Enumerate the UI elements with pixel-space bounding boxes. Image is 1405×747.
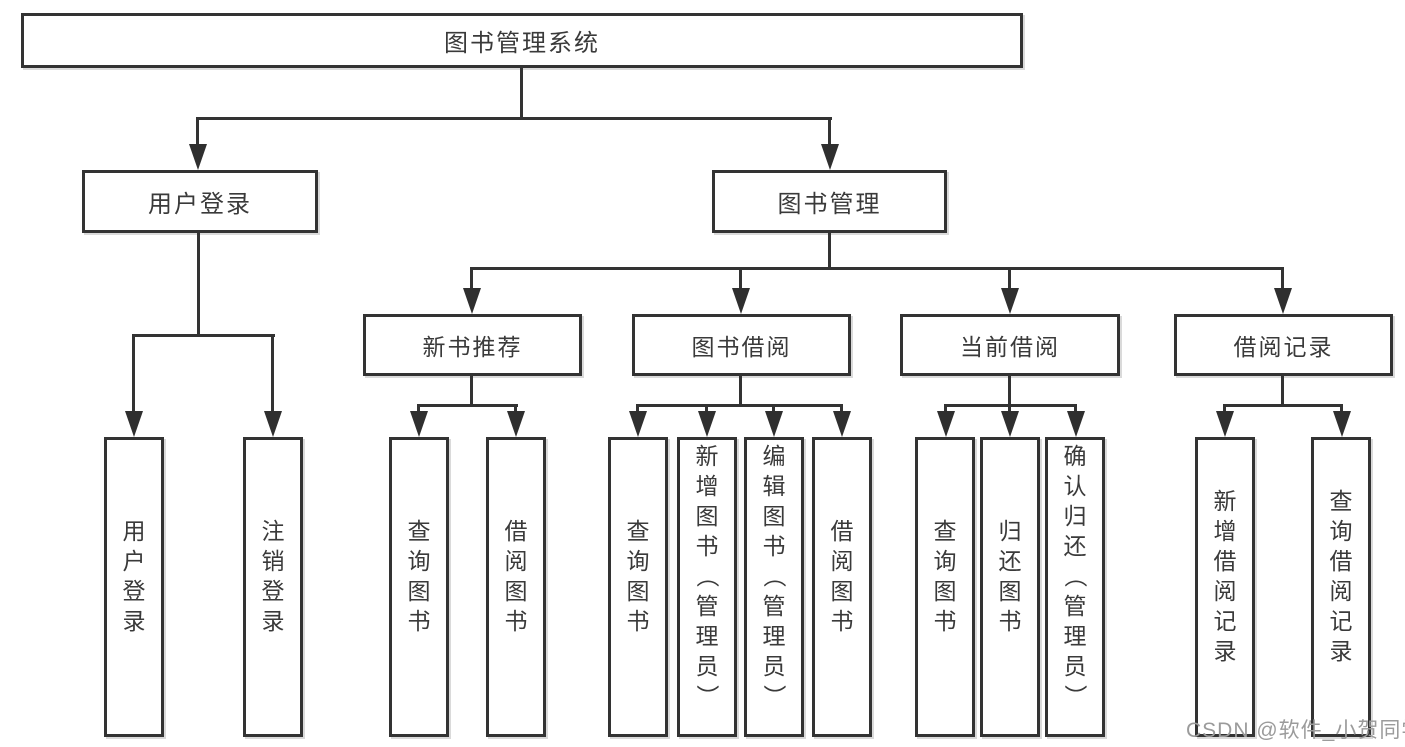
connector-arrow-down bbox=[1223, 404, 1226, 411]
leaf-borrow-books-borrowing: 借阅图书 bbox=[812, 437, 872, 737]
leaf-add-book-admin: 新增图书（管理员） bbox=[677, 437, 737, 737]
connector-arrow-down bbox=[271, 334, 274, 411]
connector-arrow-down bbox=[636, 404, 639, 411]
connector-hline bbox=[470, 267, 1283, 270]
connector-vline bbox=[828, 233, 831, 270]
connector-vline bbox=[520, 68, 523, 120]
connector-arrow-down bbox=[828, 117, 831, 144]
leaf-logout: 注销登录 bbox=[243, 437, 303, 737]
node-label: 图书管理系统 bbox=[444, 30, 600, 57]
leaf-add-borrow-record: 新增借阅记录 bbox=[1195, 437, 1255, 737]
connector-arrow-down bbox=[1281, 267, 1284, 288]
leaf-confirm-return-admin: 确认归还（管理员） bbox=[1045, 437, 1105, 737]
node-label: 新增借阅记录 bbox=[1213, 488, 1237, 664]
node-library-system: 图书管理系统 bbox=[21, 13, 1023, 68]
node-label: 新书推荐 bbox=[422, 334, 523, 360]
connector-vline bbox=[197, 233, 200, 337]
node-book-borrowing: 图书借阅 bbox=[632, 314, 851, 376]
node-label: 新增图书（管理员） bbox=[694, 443, 720, 708]
connector-hline bbox=[417, 404, 518, 407]
node-label: 查询图书 bbox=[626, 518, 650, 634]
connector-arrow-down bbox=[417, 404, 420, 411]
node-label: 图书管理 bbox=[777, 191, 882, 218]
connector-vline bbox=[1281, 376, 1284, 407]
connector-arrow-down bbox=[772, 404, 775, 411]
node-label: 当前借阅 bbox=[960, 334, 1060, 360]
connector-arrow-down bbox=[705, 404, 708, 411]
node-label: 用户登录 bbox=[148, 191, 252, 218]
node-label: 注销登录 bbox=[261, 518, 285, 634]
connector-arrow-down bbox=[132, 334, 135, 411]
node-label: 归还图书 bbox=[998, 518, 1022, 634]
node-label: 用户登录 bbox=[122, 518, 146, 634]
node-label: 借阅图书 bbox=[504, 518, 528, 634]
leaf-edit-book-admin: 编辑图书（管理员） bbox=[744, 437, 804, 737]
connector-arrow-down bbox=[514, 404, 517, 411]
connector-arrow-down bbox=[470, 267, 473, 288]
connector-arrow-down bbox=[1008, 404, 1011, 411]
connector-arrow-down bbox=[1074, 404, 1077, 411]
connector-hline bbox=[197, 117, 832, 120]
leaf-query-books-current: 查询图书 bbox=[915, 437, 975, 737]
leaf-return-books: 归还图书 bbox=[980, 437, 1040, 737]
leaf-query-books-borrowing: 查询图书 bbox=[608, 437, 668, 737]
node-current-borrowing: 当前借阅 bbox=[900, 314, 1120, 376]
node-label: 编辑图书（管理员） bbox=[761, 443, 787, 708]
connector-arrow-down bbox=[739, 267, 742, 288]
watermark: CSDN @软件_小贺同学 bbox=[1186, 719, 1405, 742]
leaf-borrow-books-recommend: 借阅图书 bbox=[486, 437, 546, 737]
leaf-query-borrow-record: 查询借阅记录 bbox=[1311, 437, 1371, 737]
node-label: 查询图书 bbox=[933, 518, 957, 634]
node-label: 确认归还（管理员） bbox=[1062, 443, 1088, 708]
node-label: 借阅图书 bbox=[830, 518, 854, 634]
connector-arrow-down bbox=[1340, 404, 1343, 411]
connector-arrow-down bbox=[840, 404, 843, 411]
connector-vline bbox=[1008, 376, 1011, 407]
node-label: 查询图书 bbox=[407, 518, 431, 634]
connector-hline bbox=[132, 334, 275, 337]
node-label: 查询借阅记录 bbox=[1329, 488, 1353, 664]
node-label: 借阅记录 bbox=[1233, 334, 1334, 360]
node-borrow-records: 借阅记录 bbox=[1174, 314, 1393, 376]
connector-hline bbox=[636, 404, 843, 407]
connector-arrow-down bbox=[196, 117, 199, 144]
node-user-login: 用户登录 bbox=[82, 170, 318, 233]
connector-arrow-down bbox=[1008, 267, 1011, 288]
node-book-management: 图书管理 bbox=[712, 170, 947, 233]
node-label: 图书借阅 bbox=[691, 334, 792, 360]
leaf-query-books-recommend: 查询图书 bbox=[389, 437, 449, 737]
node-new-book-recommend: 新书推荐 bbox=[363, 314, 582, 376]
connector-hline bbox=[1223, 404, 1343, 407]
leaf-user-login: 用户登录 bbox=[104, 437, 164, 737]
connector-vline bbox=[470, 376, 473, 407]
connector-vline bbox=[739, 376, 742, 407]
connector-arrow-down bbox=[944, 404, 947, 411]
